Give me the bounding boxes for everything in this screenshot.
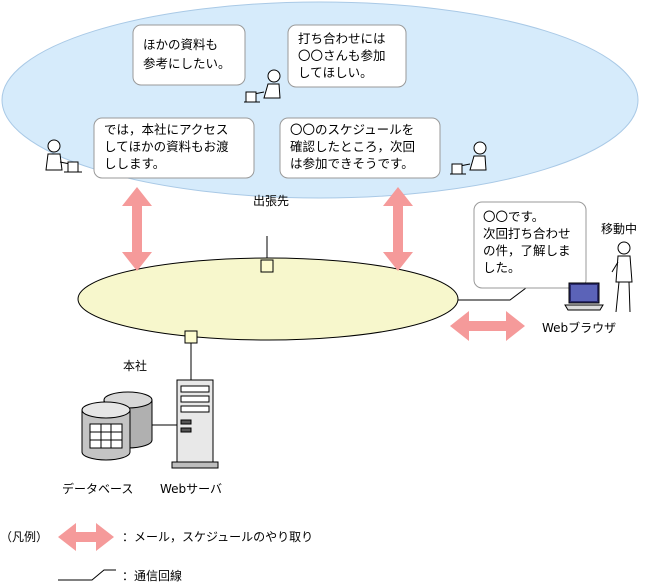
standing-person-icon bbox=[611, 241, 633, 313]
database-label: データベース bbox=[62, 481, 133, 496]
bubble-top-left: ほかの資料も 参考にしたい。 bbox=[132, 24, 246, 86]
head-office-label: 本社 bbox=[123, 358, 147, 373]
double-arrow-icon bbox=[58, 523, 114, 551]
bubble-line: した。 bbox=[483, 260, 521, 275]
bubble-line: 〇〇のスケジュールを bbox=[290, 122, 414, 137]
database-icon bbox=[81, 391, 153, 461]
bubble-line: は参加できそうです。 bbox=[290, 156, 414, 171]
legend-arrow-desc: ：メール，スケジュールのやり取り bbox=[122, 530, 313, 544]
legend: （凡例） ：メール，スケジュールのやり取り ：通信回線 bbox=[0, 523, 313, 583]
bubble-mobile: 〇〇です。 次回打ち合わせ の件，了解しま した。 bbox=[473, 201, 587, 289]
bubble-line: しします。 bbox=[104, 156, 165, 171]
bubble-line: 参考にしたい。 bbox=[143, 56, 231, 71]
bubble-line: 次回打ち合わせ bbox=[483, 226, 571, 241]
web-server-label: Webサーバ bbox=[160, 482, 222, 496]
bubble-top-right: 打ち合わせには 〇〇さんも参加 してほしい。 bbox=[287, 24, 407, 88]
double-arrow-icon bbox=[122, 187, 152, 271]
bubble-line: してほかの資料もお渡 bbox=[104, 139, 229, 154]
bubble-line: してほしい。 bbox=[298, 65, 373, 80]
bubble-line: の件，了解しま bbox=[483, 243, 571, 258]
legend-line-desc: ：通信回線 bbox=[122, 568, 182, 583]
bubble-line: ほかの資料も bbox=[143, 37, 218, 52]
mobile-link-line bbox=[458, 287, 566, 301]
hq-node bbox=[184, 330, 198, 344]
legend-prefix: （凡例） bbox=[0, 530, 48, 544]
bubble-line: では，本社にアクセス bbox=[104, 122, 228, 137]
person-at-laptop-icon bbox=[45, 139, 82, 173]
person-at-laptop-icon bbox=[450, 141, 487, 175]
site-label: 出張先 bbox=[253, 194, 289, 208]
bubble-line: 打ち合わせには bbox=[298, 31, 386, 46]
bubble-line: 確認したところ，次回 bbox=[290, 139, 415, 154]
browser-label: Webブラウザ bbox=[542, 320, 616, 335]
site-node bbox=[260, 259, 274, 273]
legend-line-sample bbox=[58, 569, 116, 581]
moving-label: 移動中 bbox=[601, 221, 637, 236]
bubble-mid-right: 〇〇のスケジュールを 確認したところ，次回 は参加できそうです。 bbox=[279, 117, 441, 179]
network-ellipse bbox=[77, 257, 459, 341]
double-arrow-icon bbox=[450, 311, 525, 341]
bubble-line: 〇〇さんも参加 bbox=[298, 48, 386, 63]
bubble-mid-left: では，本社にアクセス してほかの資料もお渡 しします。 bbox=[93, 117, 255, 179]
bubble-line: 〇〇です。 bbox=[483, 209, 544, 224]
server-tower-icon bbox=[171, 379, 219, 469]
laptop-icon bbox=[564, 282, 604, 311]
double-arrow-icon bbox=[383, 187, 413, 271]
person-at-laptop-icon bbox=[244, 69, 281, 103]
